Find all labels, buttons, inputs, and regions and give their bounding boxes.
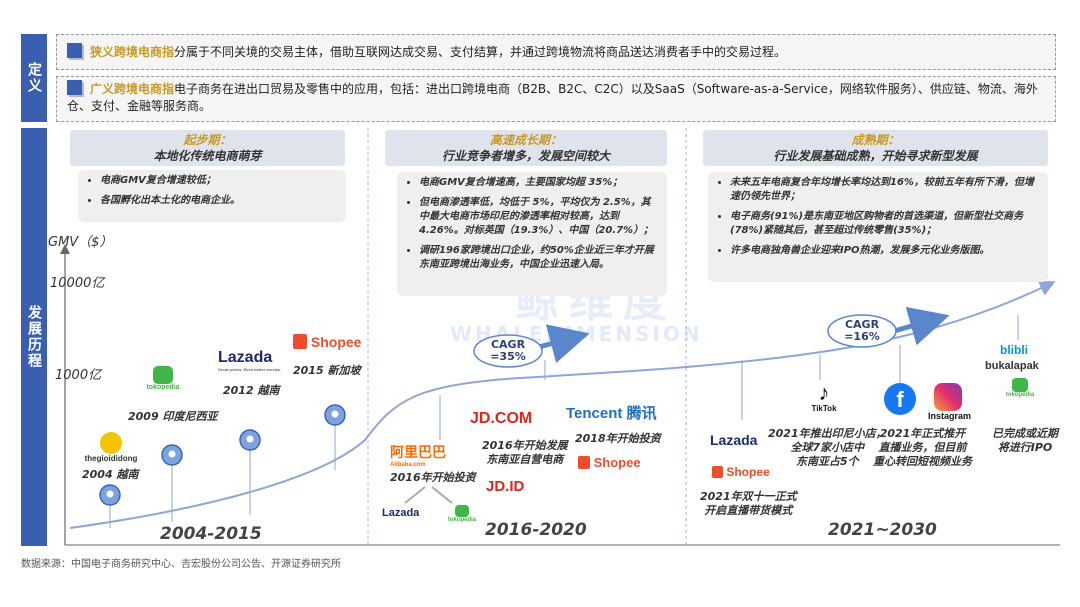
note-bullet: 未来五年电商复合年均增长率均达到16%，较前五年有所下滑，但增速仍领先世界； bbox=[730, 176, 1040, 204]
tokopedia-logo-3: tokopedia bbox=[1003, 378, 1037, 398]
definition-side-label: 定义 bbox=[21, 34, 47, 122]
y-axis-title: GMV（$） bbox=[48, 235, 113, 250]
shopee-logo: Shopee bbox=[293, 334, 361, 350]
event-2012: 2012 越南 bbox=[223, 384, 280, 397]
event-ipo: 已完成或近期将进行IPO bbox=[992, 427, 1058, 454]
instagram-camera-icon bbox=[934, 383, 962, 411]
data-source: 数据来源：中国电子商务研究中心、吉宏股份公司公告、开源证券研究所 bbox=[21, 559, 341, 570]
note-bullet: 但电商渗透率低，均低于 5%，平均仅为 2.5%，其中最大电商市场印尼的渗透率相… bbox=[419, 196, 659, 238]
note-bullet: 许多电商独角兽企业迎来IPO热潮，发展多元化业务版图。 bbox=[730, 244, 1040, 258]
y-axis-tick-low: 1000亿 bbox=[55, 368, 102, 383]
tokopedia-logo: tokopedia bbox=[146, 366, 180, 391]
bullet-square-icon bbox=[67, 80, 82, 95]
event-2021-facebook: 2021年正式推开直播业务，但目前重心转回短视频业务 bbox=[873, 427, 972, 468]
lazada-logo-small: Lazada bbox=[382, 507, 420, 519]
stage-header-mature: 成熟期： 行业发展基础成熟，开始寻求新型发展 bbox=[703, 130, 1048, 166]
definition-narrow: 狭义跨境电商指分属于不同关境的交易主体，借助互联网达成交易、支付结算，并通过跨境… bbox=[56, 34, 1056, 70]
note-bullet: 调研196家跨境出口企业，约50%企业近三年才开展东南亚跨境出海业务，中国企业迅… bbox=[419, 244, 659, 272]
alibaba-logo: 阿里巴巴 Alibaba.com bbox=[390, 444, 446, 468]
cagr-bubble bbox=[473, 334, 543, 368]
period-label: 2016-2020 bbox=[485, 520, 587, 540]
shopee-bag-icon bbox=[712, 466, 723, 478]
y-axis-arrow bbox=[60, 244, 70, 254]
event-2021-tiktok: 2021年推出印尼小店，全球7家小店中东南亚占5个 bbox=[768, 427, 887, 468]
jd-com-logo: JD.COM bbox=[470, 410, 533, 427]
stage-header-startup: 起步期： 本地化传统电商萌芽 bbox=[70, 130, 345, 166]
period-label: 2004-2015 bbox=[160, 524, 262, 544]
lazada-logo-3: Lazada bbox=[710, 432, 758, 448]
event-2021-lazada: 2021年双十一正式开启直播带货模式 bbox=[700, 490, 797, 517]
tiktok-note-icon: ♪ bbox=[818, 380, 830, 405]
bullet-square-icon bbox=[67, 43, 82, 58]
definition-text: 分属于不同关境的交易主体，借助互联网达成交易、支付结算，并通过跨境物流将商品送达… bbox=[174, 45, 787, 59]
definition-broad: 广义跨境电商指电子商务在进出口贸易及零售中的应用，包括：进出口跨境电商（B2B、… bbox=[56, 76, 1056, 122]
tokopedia-logo-small: tokopedia bbox=[447, 505, 477, 523]
cagr-label-mature: CAGR=16% bbox=[844, 318, 880, 343]
note-bullet: 电子商务(91%)是东南亚地区购物者的首选渠道，但新型社交商务(78%)紧随其后… bbox=[730, 210, 1040, 238]
event-2018: 2018年开始投资 bbox=[575, 432, 661, 445]
stage-notes-mature: 未来五年电商复合年均增长率均达到16%，较前五年有所下滑，但增速仍领先世界； 电… bbox=[708, 172, 1048, 282]
event-2015: 2015 新加坡 bbox=[293, 364, 361, 377]
blibli-logo: blibli bbox=[1000, 343, 1028, 357]
cagr-bubble bbox=[827, 314, 897, 348]
event-2004: 2004 越南 bbox=[82, 468, 139, 481]
note-bullet: 各国孵化出本土化的电商企业。 bbox=[100, 194, 338, 208]
tencent-logo: Tencent 腾讯 bbox=[566, 405, 657, 422]
definition-highlight: 广义跨境电商指 bbox=[90, 82, 175, 96]
note-bullet: 电商GMV复合增速高，主要国家均超 35%； bbox=[419, 176, 659, 190]
stage-header-growth: 高速成长期： 行业竞争者增多，发展空间较大 bbox=[385, 130, 667, 166]
shopee-bag-icon bbox=[293, 334, 307, 349]
gmv-growth-curve bbox=[69, 281, 1056, 529]
tiktok-logo: ♪ TikTok bbox=[806, 380, 842, 414]
shopee-logo-2: Shopee bbox=[578, 455, 641, 470]
period-label: 2021~2030 bbox=[828, 520, 937, 540]
event-2016-alibaba: 2016年开始投资 bbox=[390, 471, 476, 484]
definition-highlight: 狭义跨境电商指 bbox=[90, 45, 175, 59]
definition-text: 电子商务在进出口贸易及零售中的应用，包括：进出口跨境电商（B2B、B2C、C2C… bbox=[67, 82, 1038, 113]
event-2016-jd: 2016年开始发展东南亚自营电商 bbox=[482, 439, 568, 466]
bukalapak-logo: bukalapak bbox=[985, 360, 1039, 372]
note-bullet: 电商GMV复合增速较低； bbox=[100, 174, 338, 188]
facebook-logo: f bbox=[884, 383, 916, 415]
stage-notes-startup: 电商GMV复合增速较低； 各国孵化出本土化的电商企业。 bbox=[78, 170, 346, 222]
y-axis-tick-high: 10000亿 bbox=[50, 276, 105, 291]
history-side-label: 发展历程 bbox=[21, 128, 47, 546]
thegioididong-logo: thegioididong bbox=[82, 432, 140, 463]
event-2009: 2009 印度尼西亚 bbox=[128, 410, 218, 423]
lazada-logo: Lazada Great prices. Even better service… bbox=[218, 349, 282, 372]
stage-notes-growth: 电商GMV复合增速高，主要国家均超 35%； 但电商渗透率低，均低于 5%，平均… bbox=[397, 172, 667, 296]
jd-id-logo: JD.ID bbox=[486, 478, 525, 495]
instagram-logo: Instagram bbox=[928, 383, 971, 421]
cagr-label-growth: CAGR=35% bbox=[490, 338, 526, 363]
shopee-logo-3: Shopee bbox=[712, 465, 770, 479]
shopee-bag-icon bbox=[578, 456, 590, 469]
